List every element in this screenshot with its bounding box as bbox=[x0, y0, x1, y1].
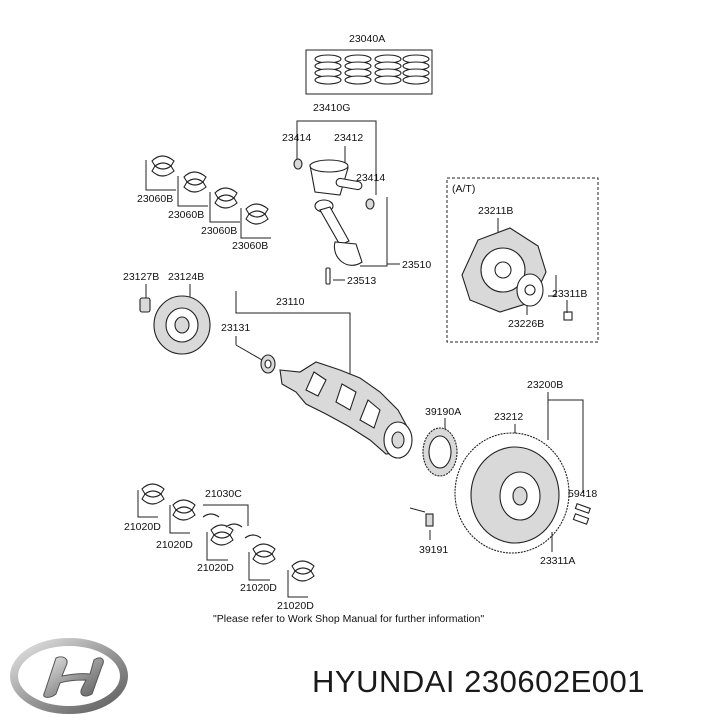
label-drive-plate: 23211B bbox=[478, 205, 513, 217]
label-main-bearing-3: 21020D bbox=[197, 562, 234, 574]
label-rod-bearing-3: 23060B bbox=[201, 225, 237, 237]
label-main-bearing-5: 21020D bbox=[277, 600, 314, 612]
main-bearings bbox=[137, 483, 315, 598]
brand-part-number: HYUNDAI 230602E001 bbox=[312, 664, 645, 699]
piston-rings bbox=[305, 49, 433, 95]
label-piston-ring-set: 23040A bbox=[349, 33, 385, 45]
label-sensor-wheel: 39190A bbox=[425, 406, 461, 418]
label-drive-plate-bolt: 23311B bbox=[552, 288, 587, 300]
label-thrust-bearing: 21030C bbox=[205, 488, 242, 500]
crankshaft bbox=[260, 354, 413, 459]
label-oil-seal: 23131 bbox=[221, 322, 250, 334]
label-sensor-wheel-bolt: 39191 bbox=[419, 544, 448, 556]
flywheel bbox=[454, 432, 591, 554]
label-rod-bearing-2: 23060B bbox=[168, 209, 204, 221]
label-flywheel-bolt: 23311A bbox=[540, 555, 575, 567]
footnote: "Please refer to Work Shop Manual for fu… bbox=[213, 613, 484, 625]
label-snap-ring-left: 23414 bbox=[282, 132, 311, 144]
label-dowel-pin: 59418 bbox=[568, 488, 597, 500]
label-piston: 23410G bbox=[313, 102, 350, 114]
damper-pulley bbox=[139, 295, 211, 355]
label-rod-bearing-4: 23060B bbox=[232, 240, 268, 252]
rod-bearings bbox=[145, 155, 271, 239]
sensor-wheel-bolt bbox=[425, 513, 434, 527]
label-main-bearing-4: 21020D bbox=[240, 582, 277, 594]
label-rod-bearing-1: 23060B bbox=[137, 193, 173, 205]
label-main-bearing-2: 21020D bbox=[156, 539, 193, 551]
label-adapter-plate: 23226B bbox=[508, 318, 544, 330]
connecting-rod bbox=[314, 199, 363, 285]
drive-plate bbox=[461, 227, 573, 321]
label-pulley-bolt: 23127B bbox=[123, 271, 159, 283]
sensor-wheel bbox=[422, 427, 458, 477]
at-box-title: (A/T) bbox=[452, 183, 475, 195]
label-flywheel-assy: 23200B bbox=[527, 379, 563, 391]
label-rod-bolt: 23513 bbox=[347, 275, 376, 287]
label-piston-pin: 23412 bbox=[334, 132, 363, 144]
label-main-bearing-1: 21020D bbox=[124, 521, 161, 533]
label-connecting-rod: 23510 bbox=[402, 259, 431, 271]
label-crankshaft: 23110 bbox=[276, 296, 305, 308]
label-snap-ring-right: 23414 bbox=[356, 172, 385, 184]
label-ring-gear: 23212 bbox=[494, 411, 523, 423]
label-damper-pulley: 23124B bbox=[168, 271, 204, 283]
piston bbox=[293, 158, 375, 210]
hyundai-logo-icon bbox=[10, 638, 128, 714]
